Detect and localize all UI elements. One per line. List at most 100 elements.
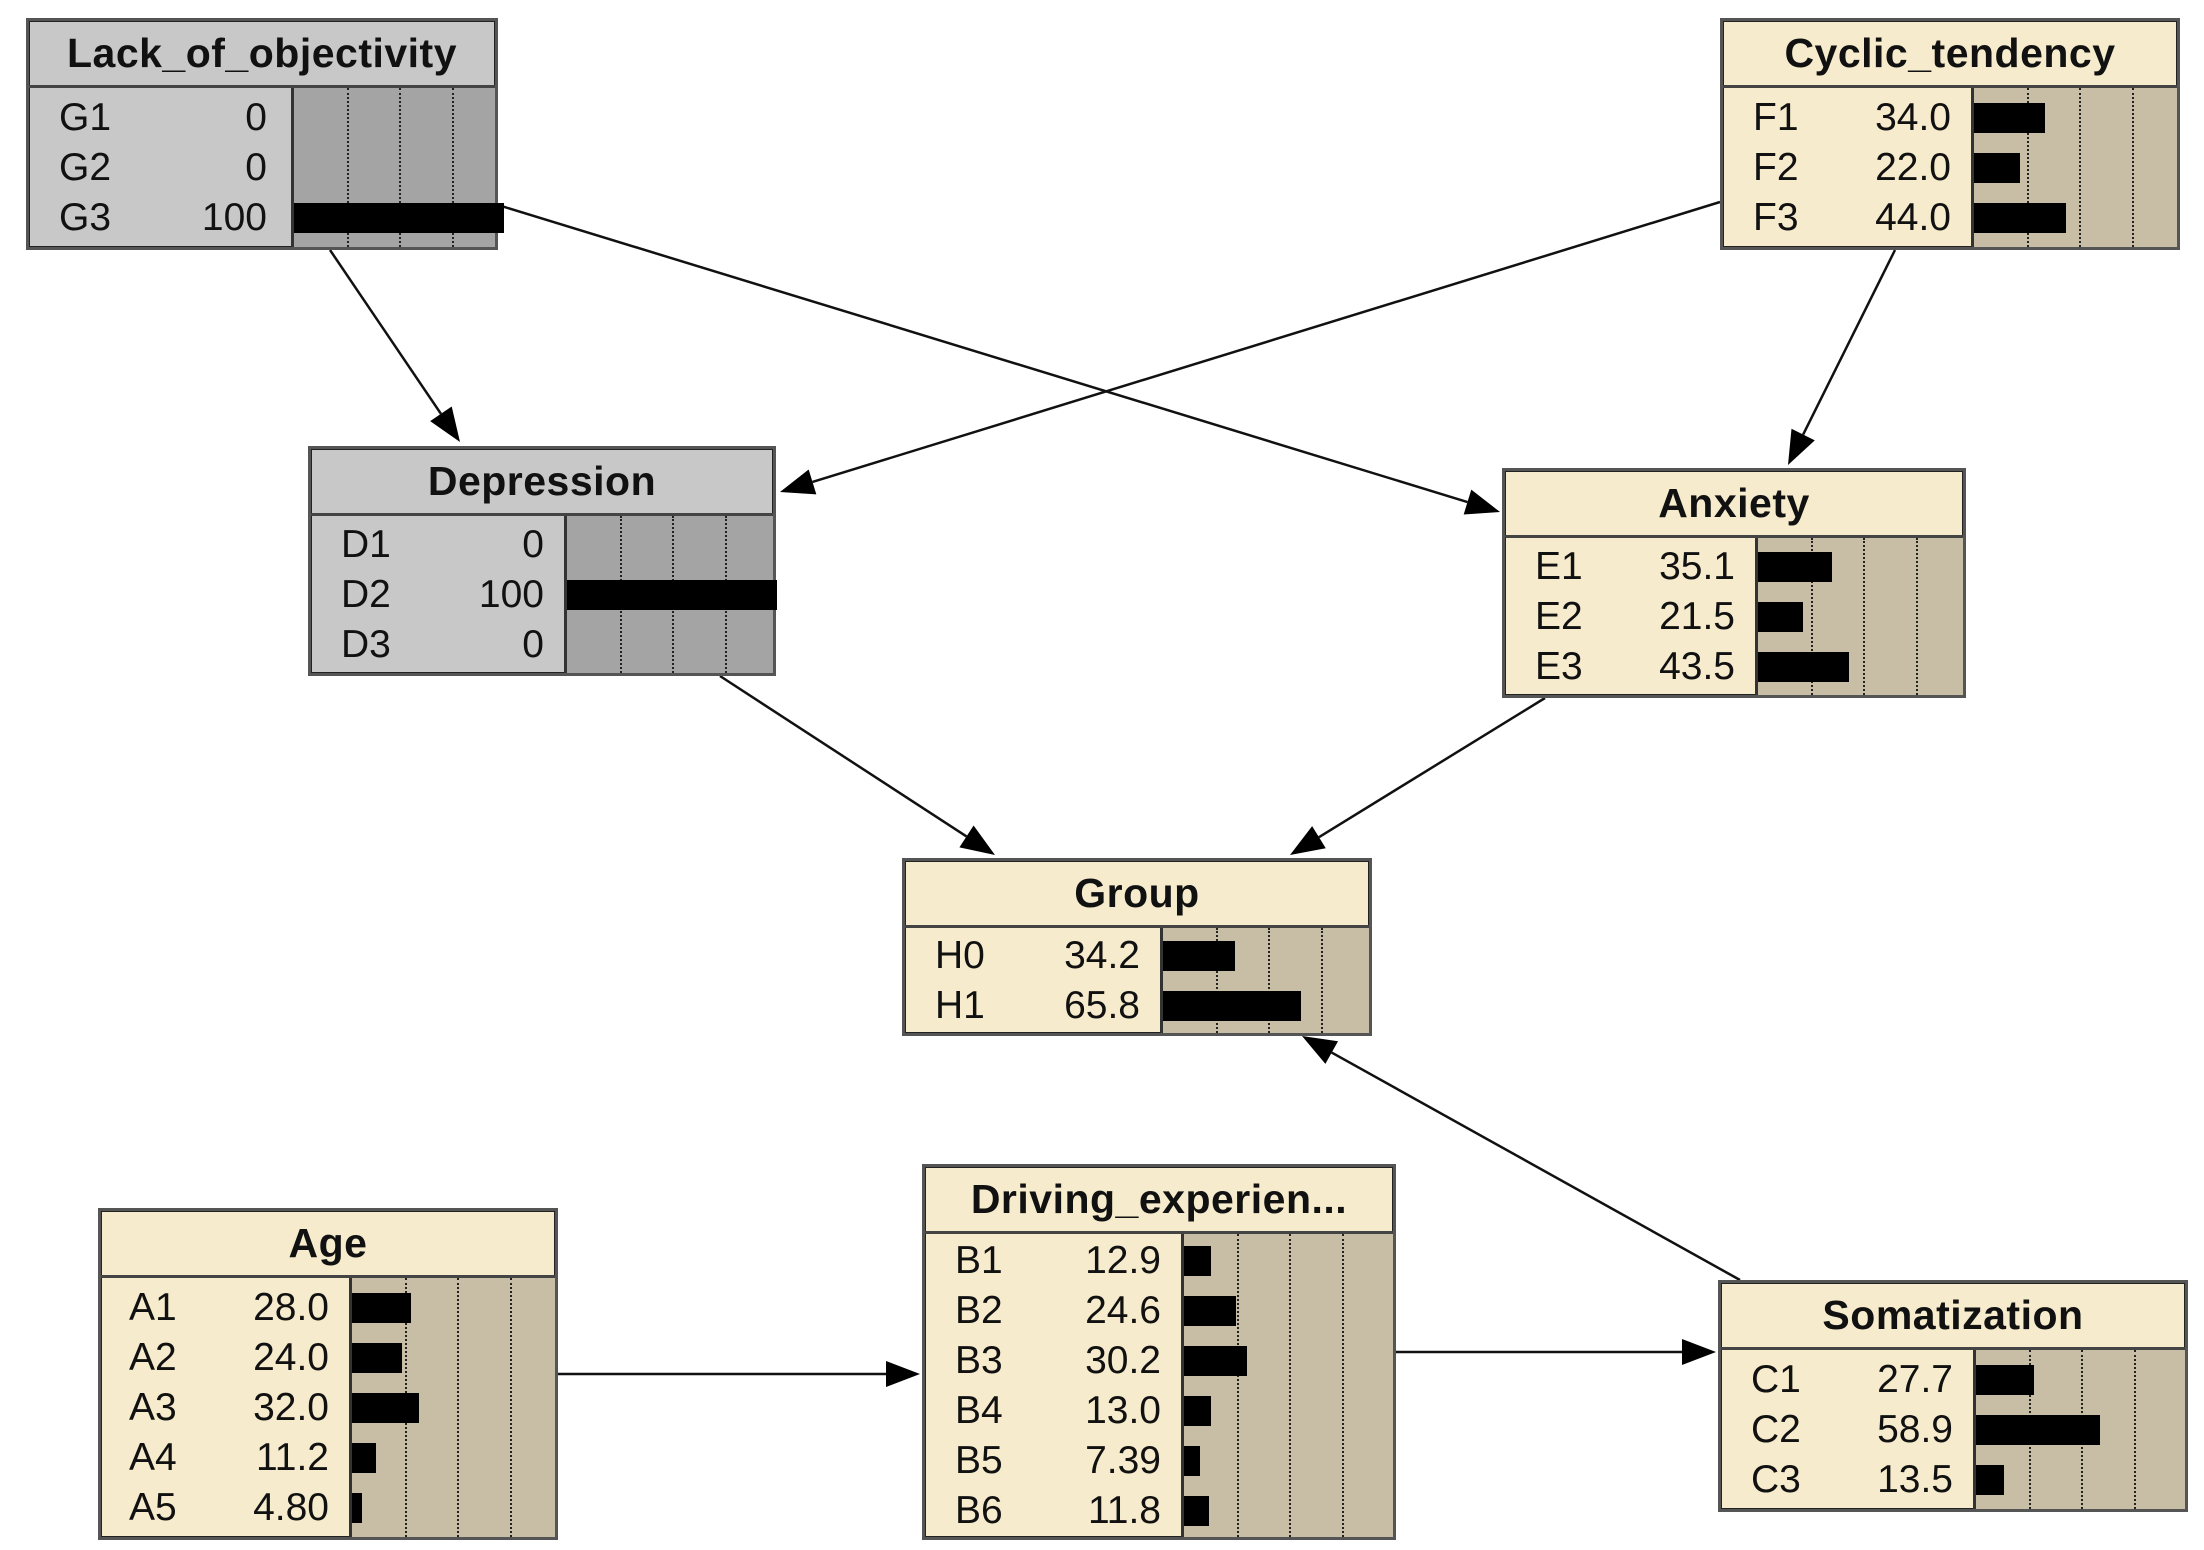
state-row: G1 0 [29,93,495,143]
state-value: 27.7 [1877,1357,1953,1401]
state-name: G1 [59,95,112,139]
belief-bar [1184,1395,1211,1426]
state-name: E3 [1535,644,1583,688]
state-row: C2 58.9 [1721,1405,2185,1455]
gridline [2134,1350,2136,1509]
belief-bar [1184,1295,1236,1326]
belief-bar [352,1442,376,1473]
state-value: 58.9 [1877,1407,1953,1451]
node-title: Group [905,861,1369,928]
node-title: Anxiety [1505,471,1963,538]
node-title: Driving_experien... [925,1167,1393,1234]
node-title: Depression [311,449,773,516]
gridline [1321,928,1323,1033]
state-name: A4 [129,1435,177,1479]
state-value: 34.0 [1875,95,1951,139]
belief-bar [1974,102,2045,133]
state-value: 0 [245,95,267,139]
gridline [1863,538,1865,695]
state-value: 44.0 [1875,195,1951,239]
state-value: 100 [478,572,544,616]
gridline [1268,928,1270,1033]
gridline [457,1278,459,1537]
state-row: G2 0 [29,143,495,193]
state-value: 4.80 [253,1485,329,1529]
state-name: G2 [59,145,112,189]
state-value: 21.5 [1659,594,1735,638]
arrowhead-icon [1290,826,1326,855]
state-name: B1 [955,1238,1003,1282]
gridline [1342,1234,1344,1537]
belief-bar [1974,152,2020,183]
edge-lack-to-anxiety [497,203,1468,504]
state-value: 22.0 [1875,145,1951,189]
edge-lack-to-depression [328,249,442,415]
belief-bar [1184,1245,1211,1276]
state-value: 65.8 [1064,983,1140,1027]
belief-bar [1184,1445,1200,1476]
state-name: E1 [1535,544,1583,588]
gridline [399,88,401,247]
state-row: E2 21.5 [1505,592,1963,642]
belief-bar [567,579,777,610]
arrowhead-icon [1788,428,1815,465]
state-name: A5 [129,1485,177,1529]
gridline [347,88,349,247]
state-name: E2 [1535,594,1583,638]
belief-bar [1163,990,1301,1021]
arrowhead-icon [1302,1036,1339,1064]
belief-bar [1758,601,1803,632]
arrowhead-icon [430,406,460,442]
belief-bar [352,1392,419,1423]
state-value: 32.0 [253,1385,329,1429]
state-name: G3 [59,195,112,239]
gridline [1811,538,1813,695]
state-value: 24.6 [1085,1288,1161,1332]
state-value: 11.2 [255,1435,329,1479]
belief-bar [1976,1464,2004,1495]
gridline [452,88,454,247]
edge-somatization-to-group [1331,1051,1741,1282]
state-value: 0 [245,145,267,189]
edge-cyclic-to-anxiety [1802,249,1897,436]
state-name: D1 [341,522,391,566]
arrowhead-icon [780,469,817,495]
state-value: 12.9 [1085,1238,1161,1282]
state-name: B5 [955,1438,1003,1482]
state-value: 24.0 [253,1335,329,1379]
state-row: A5 4.80 [101,1483,555,1533]
belief-bar [1184,1345,1247,1376]
arrowhead-icon [959,825,995,855]
state-name: C2 [1751,1407,1801,1451]
state-name: H0 [935,933,985,977]
state-name: D2 [341,572,391,616]
edge-cyclic-to-depression [812,200,1721,484]
